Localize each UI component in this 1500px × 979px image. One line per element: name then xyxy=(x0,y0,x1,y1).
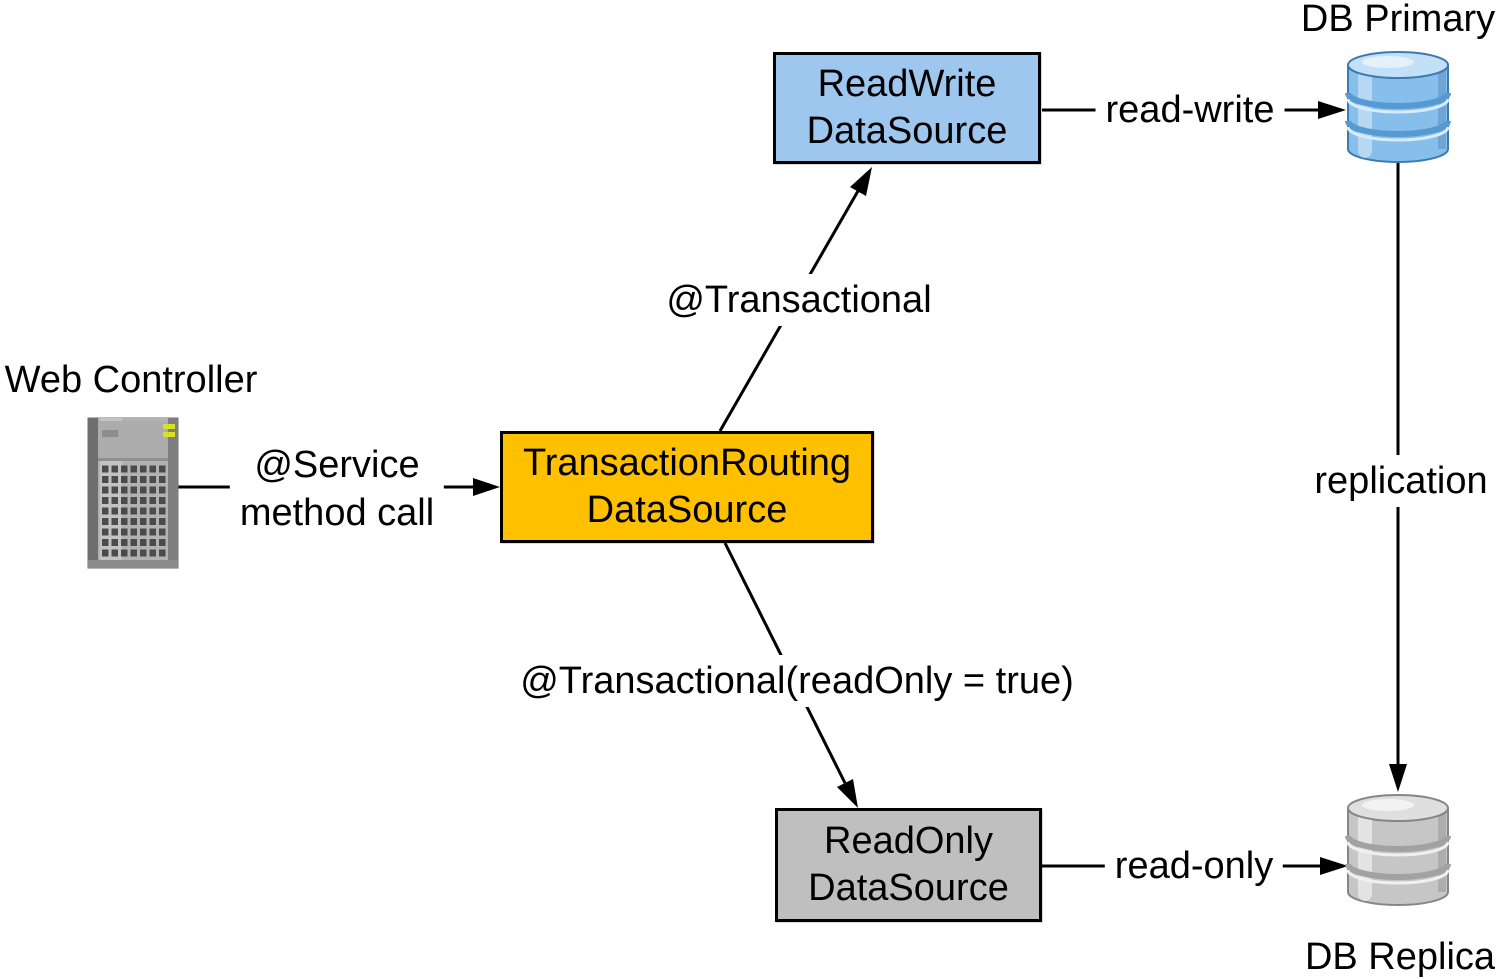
db-replica-icon xyxy=(1345,794,1451,906)
service-call-label-line1: @Service xyxy=(254,444,420,486)
server-vents xyxy=(102,465,166,557)
db-primary-icon xyxy=(1345,51,1451,163)
readonly-datasource-label-line2: DataSource xyxy=(808,867,1009,909)
routing-datasource-box: TransactionRouting DataSource xyxy=(500,431,874,543)
transactional-readonly-label: @Transactional(readOnly = true) xyxy=(510,655,1084,707)
readwrite-datasource-box: ReadWrite DataSource xyxy=(773,52,1041,164)
routing-datasource-label-line1: TransactionRouting xyxy=(522,442,852,484)
server-led xyxy=(163,432,175,437)
read-write-label: read-write xyxy=(1095,84,1285,136)
readwrite-datasource-label-line2: DataSource xyxy=(806,110,1008,152)
read-only-label: read-only xyxy=(1104,840,1284,892)
server-led xyxy=(163,424,175,429)
db-replica-label: DB Replica xyxy=(1304,936,1496,978)
transactional-label: @Transactional xyxy=(656,274,942,326)
db-primary-label: DB Primary xyxy=(1300,0,1496,40)
readonly-datasource-box: ReadOnly DataSource xyxy=(775,808,1042,922)
readonly-datasource-label-line1: ReadOnly xyxy=(824,820,993,862)
service-call-label: @Service method call xyxy=(229,439,445,539)
routing-datasource-label-line2: DataSource xyxy=(586,489,788,531)
server-icon xyxy=(87,417,179,569)
service-call-label-line2: method call xyxy=(239,492,435,534)
readwrite-datasource-label-line1: ReadWrite xyxy=(817,63,997,105)
web-controller-label: Web Controller xyxy=(4,359,258,401)
replication-label: replication xyxy=(1304,455,1498,507)
